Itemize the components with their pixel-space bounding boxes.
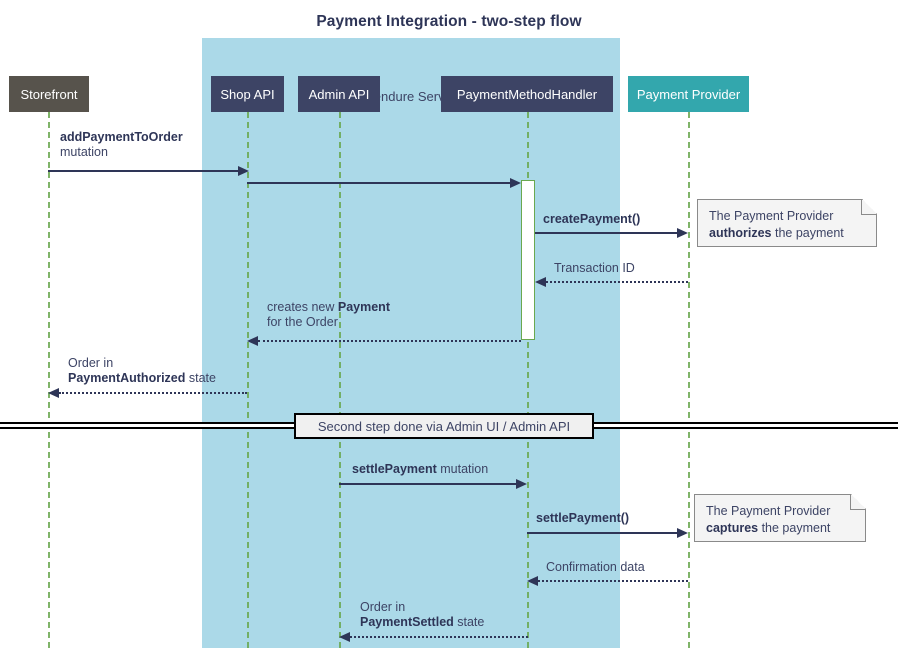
message-line-transaction-id [546,281,688,283]
message-label-transaction-id: Transaction ID [554,261,635,276]
arrow-head-confirmation-data [527,576,538,586]
message-label-line-2-plain: state [453,615,485,629]
message-label-order-payment-authorized: Order in PaymentAuthorized state [68,356,216,386]
message-line-confirmation-data [538,580,688,582]
note-line-2-plain: the payment [758,521,831,535]
note-fold-corner [850,494,866,510]
participant-label: Payment Provider [636,86,741,102]
message-line-order-payment-settled [350,636,528,638]
arrow-head-settle-payment-call [677,528,688,538]
message-line-shop-api-to-handler [247,182,510,184]
note-line-1: The Payment Provider [709,209,834,223]
note-line-1: The Payment Provider [706,504,831,518]
message-line-add-payment-to-order [48,170,238,172]
participant-label: Storefront [20,86,78,102]
arrow-head-add-payment-to-order [238,166,249,176]
group-box-vendure-server: Vendure Server [202,38,620,648]
note-captures: The Payment Provider captures the paymen… [694,494,866,542]
lifeline-admin-api [339,112,341,648]
participant-payment-provider[interactable]: Payment Provider [628,76,749,112]
activation-bar-payment-method-handler [521,180,535,340]
arrow-head-transaction-id [535,277,546,287]
note-authorizes: The Payment Provider authorizes the paym… [697,199,877,247]
message-label-line-2-plain: state [185,371,216,385]
message-label-line-1-bold: Payment [337,300,390,314]
message-label-plain: Confirmation data [546,560,645,574]
arrow-head-order-payment-settled [339,632,350,642]
message-label-create-payment: createPayment() [543,212,640,227]
message-label-line-1-plain: creates new [267,300,338,314]
arrow-head-order-payment-authorized [48,388,59,398]
lifeline-payment-provider [688,112,690,648]
participant-shop-api[interactable]: Shop API [211,76,284,112]
divider-label-box: Second step done via Admin UI / Admin AP… [294,413,594,439]
diagram-title: Payment Integration - two-step flow [316,13,582,30]
message-label-bold: settlePayment [352,462,437,476]
message-label-line-1-plain: Order in [68,356,114,370]
participant-label: Shop API [220,86,275,102]
arrow-head-settle-payment-mutation [516,479,527,489]
message-label-line-2-bold: PaymentSettled [360,615,454,629]
message-label-line-2-bold: PaymentAuthorized [68,371,186,385]
note-line-2-plain: the payment [771,226,844,240]
message-line-order-payment-authorized [59,392,247,394]
arrow-head-creates-new-payment [247,336,258,346]
message-label-creates-new-payment: creates new Payment for the Order [267,300,390,330]
message-label-plain: mutation [436,462,489,476]
message-line-settle-payment-call [527,532,677,534]
message-label-add-payment-to-order: addPaymentToOrder mutation [60,130,183,160]
message-label-plain: Transaction ID [554,261,635,275]
lifeline-storefront [48,112,50,648]
message-label-plain: mutation [60,145,108,159]
note-line-2-bold: authorizes [709,226,772,240]
arrow-head-create-payment [677,228,688,238]
participant-label: Admin API [308,86,370,102]
lifeline-payment-method-handler [527,112,529,648]
lifeline-shop-api [247,112,249,648]
message-label-confirmation-data: Confirmation data [546,560,645,575]
note-line-2-bold: captures [706,521,759,535]
participant-admin-api[interactable]: Admin API [298,76,380,112]
message-line-settle-payment-mutation [339,483,516,485]
group-label: Vendure Server [365,89,457,104]
message-line-creates-new-payment [258,340,521,342]
arrow-head-shop-api-to-handler [510,178,521,188]
message-label-order-payment-settled: Order in PaymentSettled state [360,600,484,630]
message-label-bold: addPaymentToOrder [60,130,183,144]
note-fold-corner [861,199,877,215]
message-label-line-2-plain: for the Order [267,315,338,329]
participant-label: PaymentMethodHandler [456,86,598,102]
participant-storefront[interactable]: Storefront [9,76,89,112]
message-label-settle-payment-call: settlePayment() [536,511,629,526]
divider-label: Second step done via Admin UI / Admin AP… [317,418,571,434]
participant-payment-method-handler[interactable]: PaymentMethodHandler [441,76,613,112]
message-label-bold: settlePayment() [536,511,630,525]
message-label-line-1-plain: Order in [360,600,406,614]
message-label-settle-payment-mutation: settlePayment mutation [352,462,488,477]
message-label-bold: createPayment() [543,212,641,226]
message-line-create-payment [535,232,677,234]
